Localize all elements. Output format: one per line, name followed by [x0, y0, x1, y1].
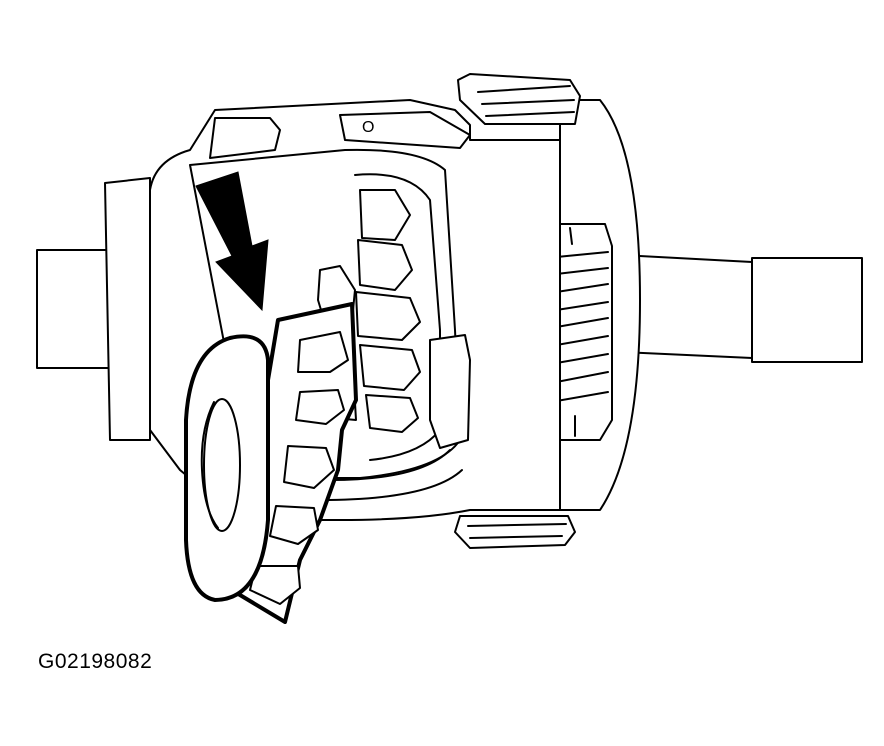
- case-marking: O: [362, 119, 374, 136]
- arrow-down-right-icon: [195, 171, 269, 312]
- figure-id-label: G02198082: [38, 650, 153, 673]
- right-axle-shaft: [619, 254, 863, 363]
- left-axle-shaft: [36, 177, 151, 441]
- pinion-gears: [317, 189, 421, 433]
- thrust-washer: [184, 334, 270, 602]
